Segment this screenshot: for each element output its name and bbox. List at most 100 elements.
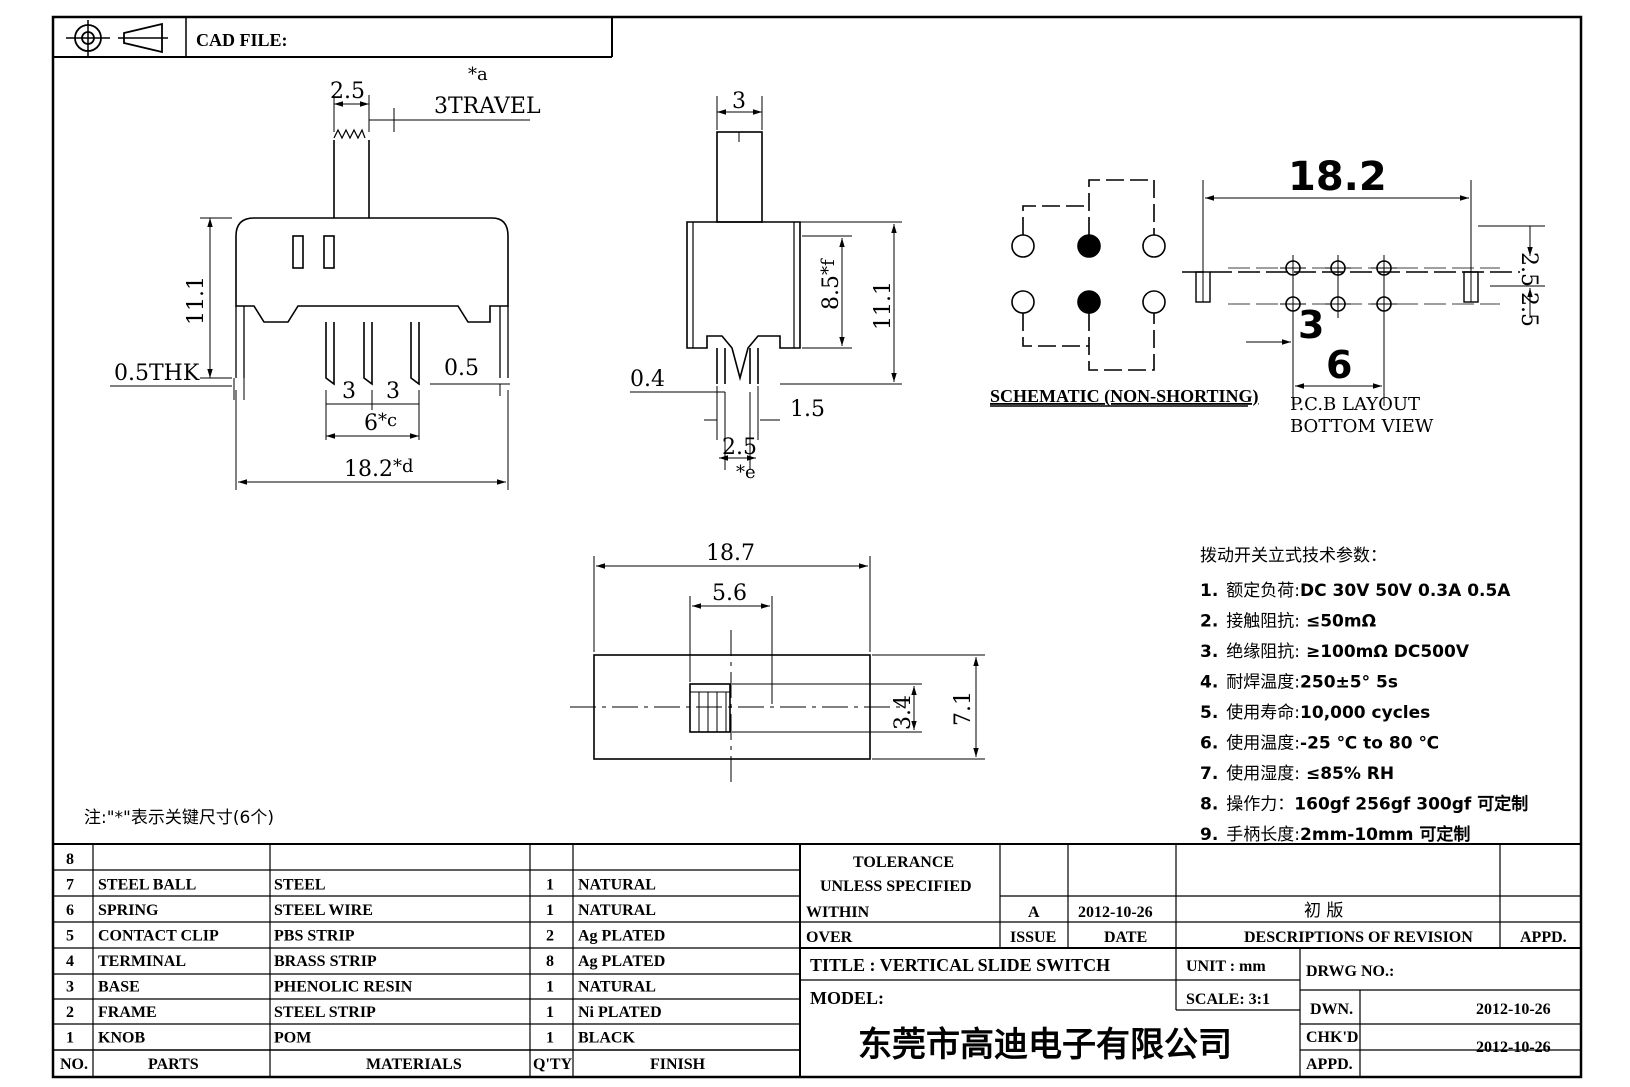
drawn-date: 2012-10-26: [1476, 1001, 1551, 1018]
spec-list: 拨动开关立式技术参数： 1.额定负荷:DC 30V 50V 0.3A 0.5A2…: [1200, 546, 1528, 845]
within-label: WITHIN: [806, 904, 870, 921]
travel-note: *a: [468, 64, 488, 85]
descriptions-header: DESCRIPTIONS OF REVISION: [1244, 929, 1473, 946]
pcb-span-dim: 6: [1326, 343, 1352, 387]
bom-cell-parts: BASE: [98, 979, 140, 996]
bom-cell-qty: 8: [546, 953, 554, 970]
spec-item-number: 1.: [1200, 581, 1218, 601]
issue-header: ISSUE: [1010, 929, 1056, 946]
bom-cell-finish: Ag PLATED: [578, 953, 665, 970]
spec-item-value: ≤85% RH: [1300, 764, 1394, 784]
pcb-dimensions: [1202, 180, 1545, 406]
company-name: 东莞市高迪电子有限公司: [858, 1025, 1232, 1065]
spec-item-label: 使用湿度:: [1226, 763, 1300, 784]
bom-cell-no: 8: [66, 851, 74, 868]
bom-cell-materials: PHENOLIC RESIN: [274, 979, 413, 996]
end-view: [686, 131, 801, 384]
revision-description: 初 版: [1304, 901, 1343, 921]
third-angle-projection-icon: [66, 20, 168, 56]
spec-item: 9.手柄长度:2mm-10mm 可定制: [1200, 824, 1470, 845]
spec-item-number: 7.: [1200, 764, 1218, 784]
bom-cell-no: 6: [66, 902, 74, 919]
pin-gap-dim: 0.5: [444, 356, 479, 381]
pin-thickness-dim: 0.4: [630, 367, 665, 392]
side-height-dim: 11.1: [184, 276, 209, 325]
pcb-label-1: P.C.B LAYOUT: [1290, 394, 1420, 415]
bom-cell-finish: BLACK: [578, 1030, 635, 1047]
bom-header-no: NO.: [60, 1056, 88, 1073]
spec-item-value: ≥100mΩ DC500V: [1300, 642, 1470, 662]
appd-header: APPD.: [1520, 929, 1567, 946]
pitch-1-dim: 3: [342, 379, 356, 404]
end-body-height-dim: 8.5*f: [818, 258, 844, 310]
unless-specified-label: UNLESS SPECIFIED: [820, 878, 972, 895]
spec-item-value: ≤50mΩ: [1300, 612, 1376, 632]
bom-table: [53, 843, 1581, 1077]
side-view: [200, 95, 509, 386]
pcb-overall-dim: 18.2: [1288, 154, 1387, 200]
spec-item-label: 绝缘阻抗:: [1226, 642, 1300, 662]
bom-header-qty: Q'TY: [533, 1056, 573, 1073]
spec-item: 3.绝缘阻抗: ≥100mΩ DC500V: [1200, 642, 1470, 662]
bom-cell-materials: STEEL WIRE: [274, 902, 373, 919]
bom-header-parts: PARTS: [148, 1056, 199, 1073]
bom-cell-materials: STEEL STRIP: [274, 1004, 376, 1021]
pitch-2-dim: 3: [386, 379, 400, 404]
spec-item-label: 耐焊温度:: [1226, 673, 1300, 693]
spec-item-value: 2mm-10mm 可定制: [1300, 824, 1470, 845]
drawing-title: TITLE : VERTICAL SLIDE SWITCH: [810, 955, 1110, 975]
knob-width-dim: 2.5: [330, 79, 365, 104]
pcb-row-spacing-1-dim: 2.5: [1516, 252, 1541, 287]
spec-item-value: 10,000 cycles: [1300, 703, 1430, 723]
spec-item-label: 额定负荷:: [1226, 581, 1300, 601]
spec-item-label: 接触阻抗:: [1226, 612, 1300, 632]
date-header: DATE: [1104, 929, 1147, 946]
bom-cell-qty: 1: [546, 902, 554, 919]
bom-cell-qty: 1: [546, 979, 554, 996]
tolerance-label: TOLERANCE: [853, 854, 954, 871]
drawing-number-label: DRWG NO.:: [1306, 963, 1394, 980]
drawn-label: DWN.: [1310, 1001, 1353, 1018]
scale-label: SCALE: 3:1: [1186, 991, 1270, 1008]
bom-cell-qty: 1: [546, 877, 554, 894]
pin-span-dim: 6*c: [364, 410, 397, 436]
sheet-border: [51, 15, 1583, 1079]
cad-file-label: CAD FILE:: [196, 30, 288, 50]
bom-cell-parts: STEEL BALL: [98, 877, 196, 894]
bom-cell-materials: STEEL: [274, 877, 326, 894]
spec-item-number: 8.: [1200, 795, 1218, 815]
title-block: [800, 844, 1581, 1077]
bom-cell-parts: TERMINAL: [98, 953, 186, 970]
spec-item-value: 160gf 256gf 300gf 可定制: [1294, 794, 1528, 815]
pin-width-dim: 1.5: [790, 397, 825, 422]
bom-header-materials: MATERIALS: [366, 1056, 462, 1073]
travel-dim: 3TRAVEL: [434, 94, 541, 119]
top-knob-dim: 3.4: [891, 695, 916, 730]
bom-cell-materials: PBS STRIP: [274, 928, 355, 945]
schematic-diagram: [1011, 179, 1166, 371]
unit-label: UNIT : mm: [1186, 958, 1266, 975]
bom-cell-qty: 1: [546, 1004, 554, 1021]
bom-cell-materials: POM: [274, 1030, 311, 1047]
pcb-label-2: BOTTOM VIEW: [1290, 416, 1434, 437]
top-view-dimensions: [593, 556, 985, 760]
approved-label: APPD.: [1306, 1056, 1353, 1073]
end-knob-width-dim: 3: [732, 89, 746, 114]
bom-cell-no: 1: [66, 1030, 74, 1047]
spec-item-label: 手柄长度:: [1226, 825, 1300, 845]
over-label: OVER: [806, 929, 853, 946]
bom-cell-finish: Ni PLATED: [578, 1004, 662, 1021]
top-slot-dim: 5.6: [712, 581, 747, 606]
spec-item-number: 4.: [1200, 673, 1218, 693]
thickness-dim: 0.5THK: [114, 361, 200, 386]
side-length-dim: 18.2*d: [344, 456, 414, 482]
model-label: MODEL:: [810, 988, 884, 1008]
spec-item: 4.耐焊温度:250±5° 5s: [1200, 673, 1398, 693]
top-width-dim: 7.1: [951, 691, 976, 726]
top-view: [570, 630, 900, 785]
spec-title: 拨动开关立式技术参数：: [1200, 546, 1387, 566]
spec-item-number: 2.: [1200, 612, 1218, 632]
bom-cell-no: 4: [66, 953, 74, 970]
pcb-pitch-dim: 3: [1298, 303, 1324, 347]
